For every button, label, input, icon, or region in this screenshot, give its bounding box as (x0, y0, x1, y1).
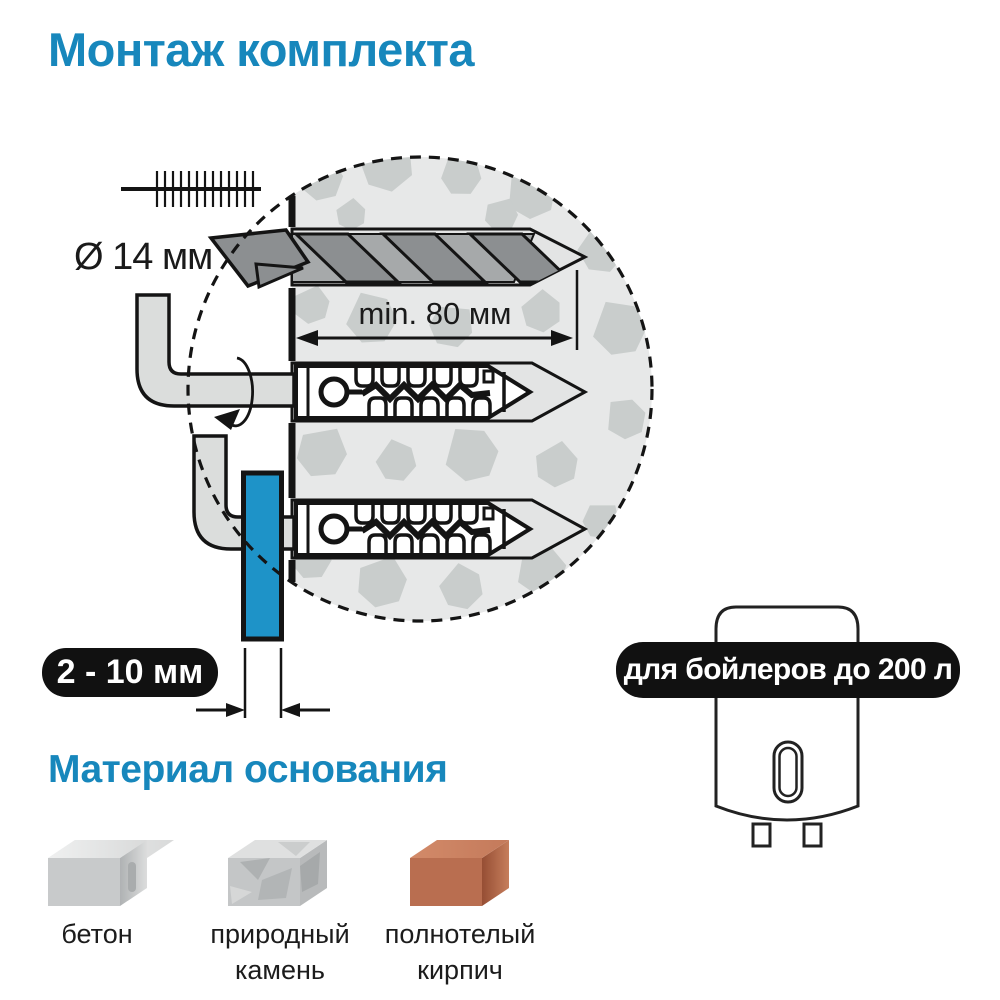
materials-heading: Материал основания (48, 748, 448, 791)
section-circle-outline (186, 155, 654, 623)
boiler-capacity-badge: для бойлеров до 200 л (616, 642, 960, 698)
anchor-dowel-bottom (296, 503, 530, 555)
page-title: Монтаж комплекта (48, 23, 475, 76)
material-label-solid-brick: полнотелый кирпич (384, 919, 536, 985)
mounting-plate (241, 470, 284, 642)
drill-bit (207, 228, 576, 290)
plate-thickness-badge: 2 - 10 мм (42, 648, 218, 697)
drill-diameter-label: Ø 14 мм (74, 236, 213, 278)
material-label-natural-stone: природный камень (210, 919, 350, 985)
rotation-arrow (214, 356, 254, 430)
thickness-dimension (196, 648, 330, 718)
hole-depth-label: min. 80 мм (358, 296, 512, 331)
boiler-panel-oval (772, 740, 804, 804)
anchor-dowel-top (296, 366, 530, 418)
material-label-concrete: бетон (61, 919, 133, 949)
drill-tip (207, 228, 311, 289)
material-icon-concrete (48, 840, 174, 906)
depth-dimension (296, 270, 579, 350)
depth-marking-hatch-icon (121, 171, 261, 207)
material-icon-solid-brick (410, 840, 509, 906)
material-icon-natural-stone (228, 840, 327, 906)
mounting-hook-top (135, 293, 296, 408)
